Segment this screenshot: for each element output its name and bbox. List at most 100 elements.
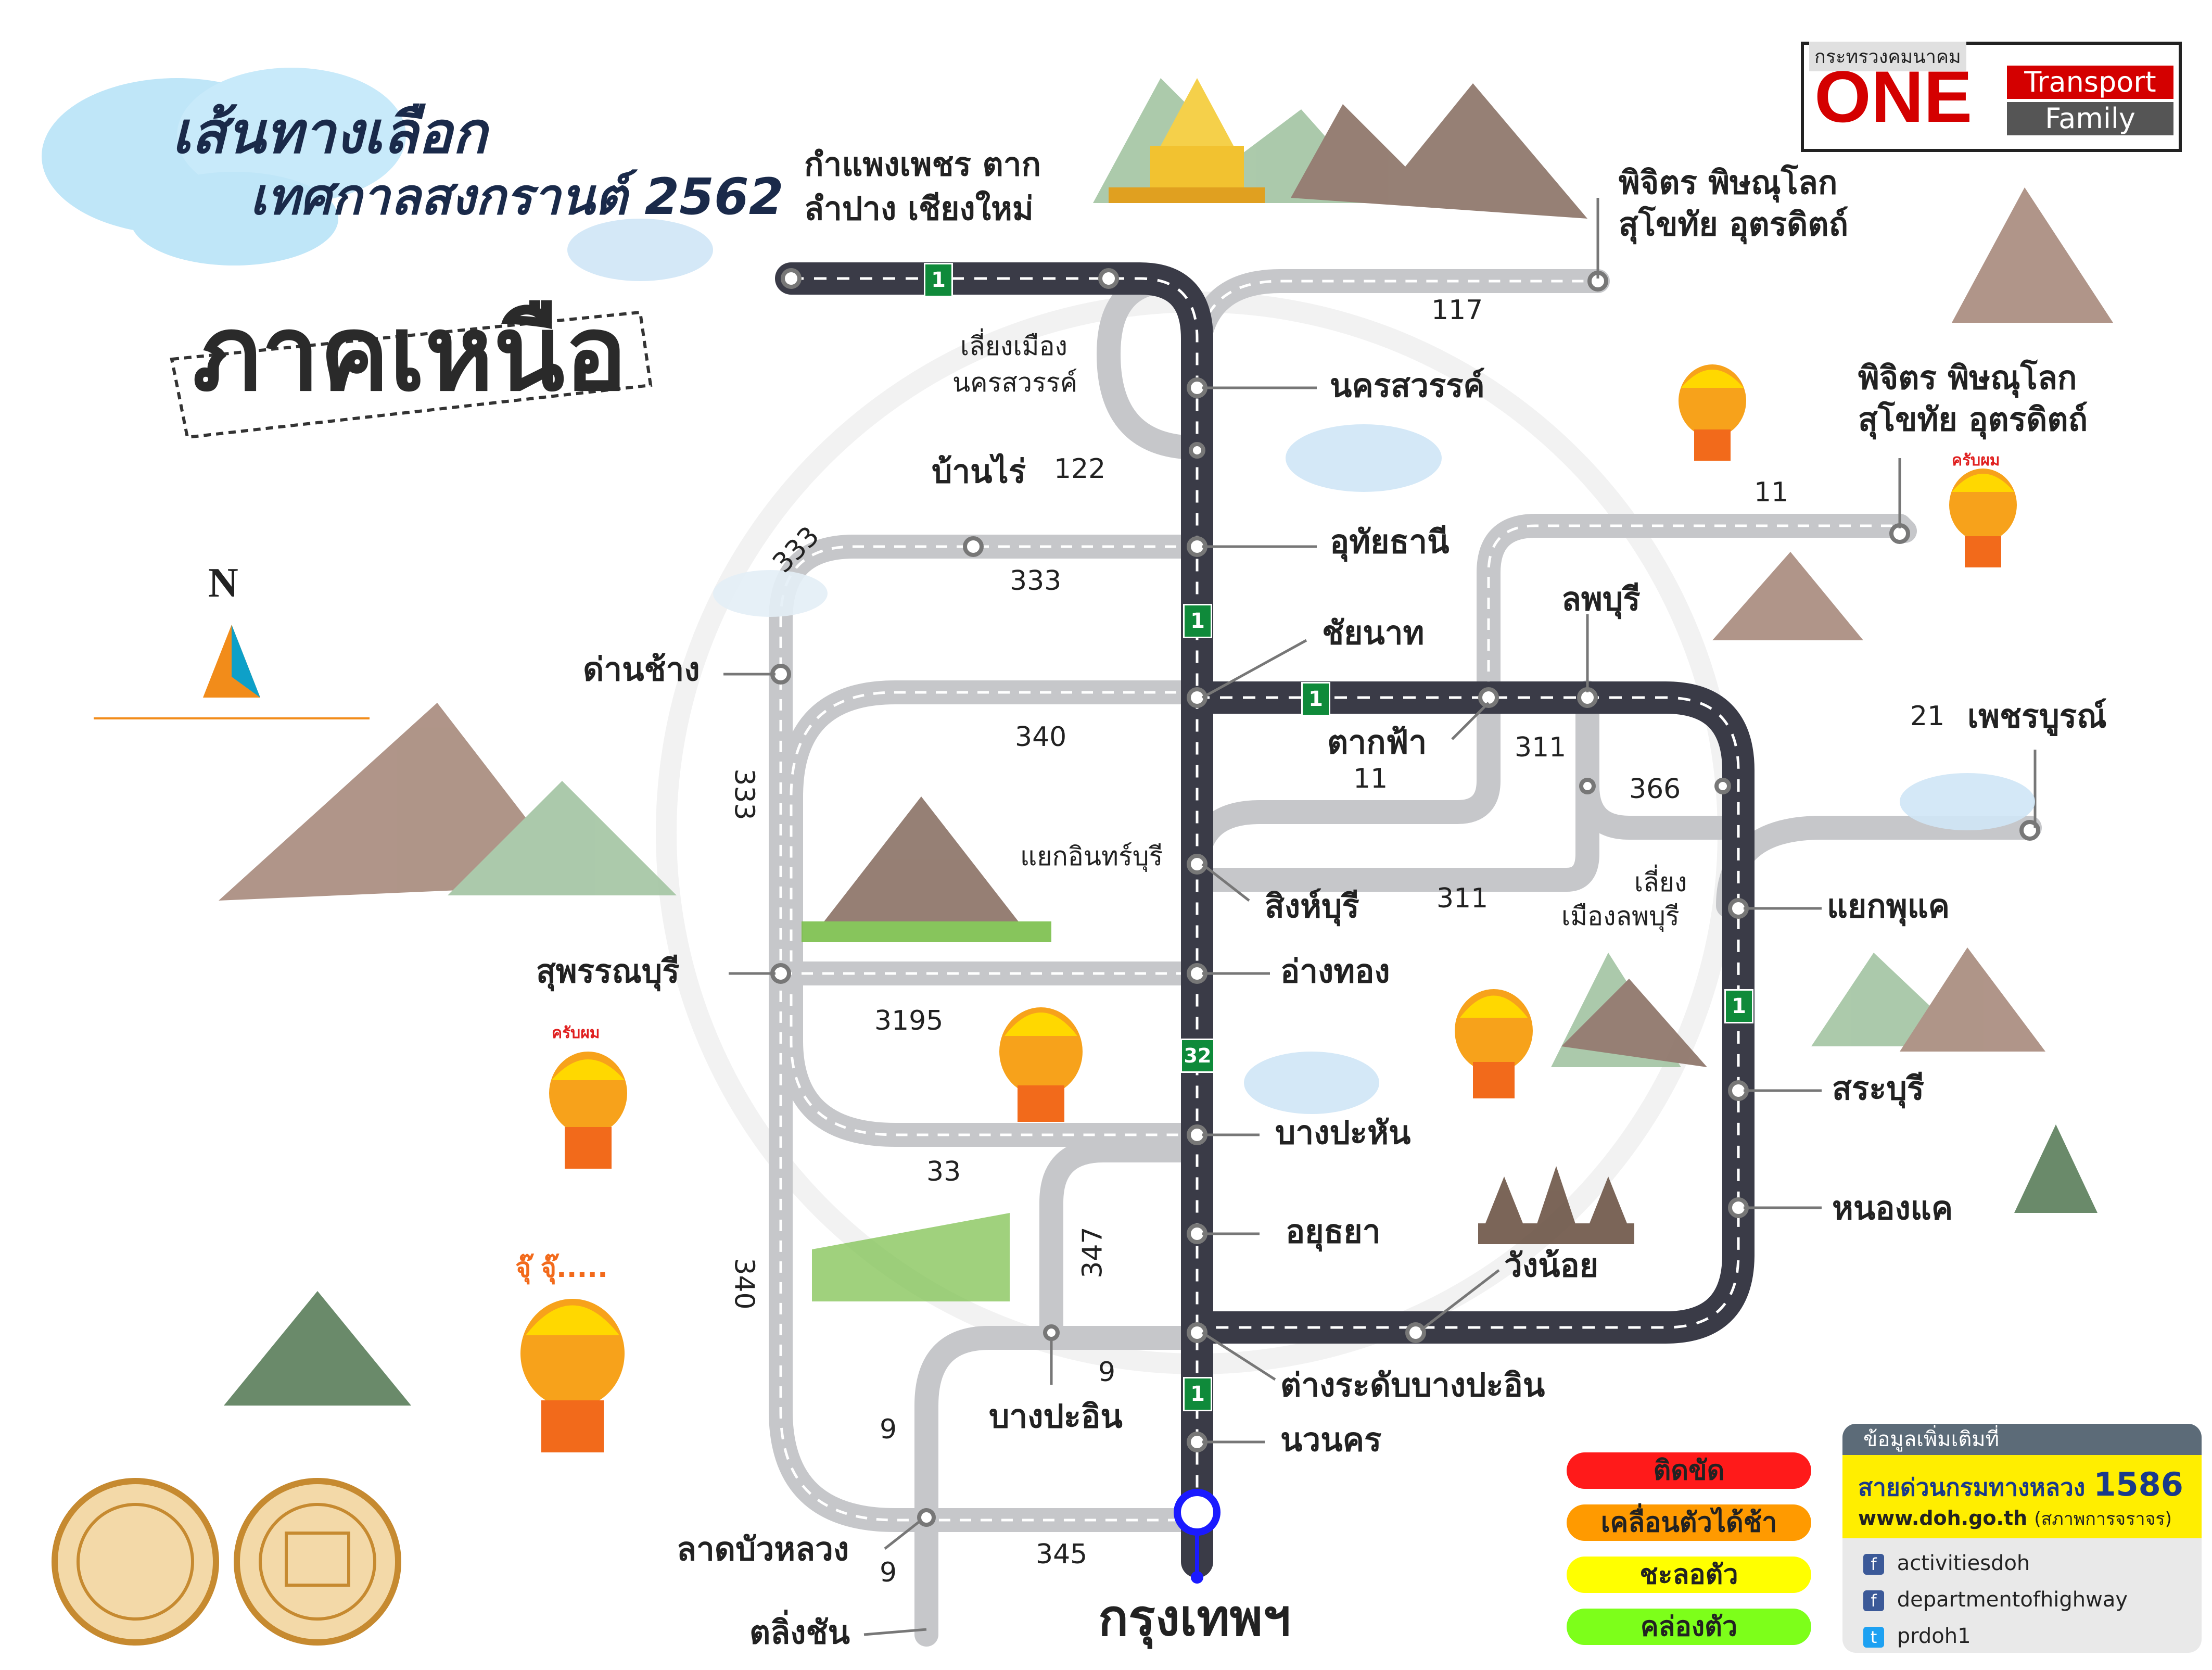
dest-phichit-top1: พิจิตร พิษณุโลก bbox=[1619, 163, 1838, 201]
place-bypass-nakhonsawan1: เลี่ยงเมือง bbox=[960, 331, 1067, 361]
route-340-b: 340 bbox=[728, 1258, 760, 1310]
legend-moderate: ชะลอตัว bbox=[1567, 1557, 1811, 1593]
place-uthaithani: อุทัยธานี bbox=[1330, 523, 1450, 561]
place-bangpahan: บางปะหัน bbox=[1275, 1114, 1411, 1152]
shield-1-east: 1 bbox=[1724, 989, 1753, 1023]
place-chainat: ชัยนาท bbox=[1322, 614, 1425, 652]
social-facebook-1-label: activitiesdoh bbox=[1897, 1551, 2030, 1575]
shield-1-chainat: 1 bbox=[1301, 682, 1330, 716]
mascot-icon bbox=[549, 1052, 627, 1169]
shield-1-mid: 1 bbox=[1183, 604, 1212, 638]
place-interchange-bangpain: ต่างระดับบางปะอิน bbox=[1280, 1366, 1545, 1404]
place-yaek-inburi: แยกอินทร์บุรี bbox=[1020, 841, 1163, 871]
place-navanakorn: นวนคร bbox=[1280, 1421, 1382, 1459]
route-347: 347 bbox=[1077, 1226, 1109, 1279]
region-title: ภาคเหนือ bbox=[193, 293, 627, 414]
seal-icon bbox=[52, 1478, 219, 1646]
info-website-note: (สภาพการจราจร) bbox=[2034, 1509, 2172, 1529]
info-hotline-number: 1586 bbox=[2093, 1465, 2183, 1503]
place-lopburi: ลพบุรี bbox=[1561, 580, 1641, 618]
place-angthong: อ่างทอง bbox=[1280, 952, 1390, 990]
route-117: 117 bbox=[1431, 295, 1483, 326]
place-takfa: ตากฟ้า bbox=[1327, 723, 1427, 761]
social-facebook-2-label: departmentofhighway bbox=[1897, 1588, 2128, 1612]
place-nongkhae: หนองแค bbox=[1832, 1189, 1953, 1227]
place-wangnoi: วังน้อย bbox=[1504, 1246, 1599, 1284]
one-transport-logo: กระทรวงคมนาคม ONE Transport Family bbox=[1801, 42, 2182, 152]
route-9-b: 9 bbox=[880, 1414, 897, 1445]
legend-jam: ติดขัด bbox=[1567, 1452, 1811, 1489]
mascot-icon bbox=[1949, 469, 2017, 567]
place-bypass-nakhonsawan2: นครสวรรค์ bbox=[952, 368, 1078, 398]
speech-krap-phom-1: ครับผม bbox=[552, 1024, 600, 1042]
decorative-scenery bbox=[219, 78, 2113, 1406]
dest-kamphaeng: กำแพงเพชร ตาก bbox=[804, 145, 1041, 183]
facebook-icon: f bbox=[1863, 1590, 1884, 1611]
place-yaek-phukhae: แยกพุแค bbox=[1827, 887, 1950, 925]
speech-krap-phom-2: ครับผม bbox=[1952, 451, 2000, 470]
dest-phichit-mid2: สุโขทัย อุตรดิตถ์ bbox=[1858, 400, 2088, 438]
route-11-b: 11 bbox=[1353, 763, 1388, 794]
dest-phichit-top2: สุโขทัย อุตรดิตถ์ bbox=[1619, 205, 1849, 243]
route-9-a: 9 bbox=[1098, 1357, 1116, 1388]
route-3195: 3195 bbox=[874, 1005, 944, 1036]
shield-1-top: 1 bbox=[924, 263, 953, 297]
place-bypass-lopburi2: เมืองลพบุรี bbox=[1561, 901, 1680, 931]
doh-seal-icon bbox=[234, 1478, 401, 1646]
dest-lampang: ลำปาง เชียงใหม่ bbox=[804, 189, 1034, 227]
place-latbualuang: ลาดบัวหลวง bbox=[677, 1530, 849, 1568]
social-facebook-2[interactable]: f departmentofhighway bbox=[1863, 1588, 2128, 1612]
social-facebook-1[interactable]: f activitiesdoh bbox=[1863, 1551, 2030, 1575]
scale-line bbox=[94, 717, 370, 719]
logo-one: ONE bbox=[1814, 56, 1973, 137]
title-line2: เทศกาลสงกรานต์ 2562 bbox=[250, 168, 784, 226]
info-website[interactable]: www.doh.go.th bbox=[1858, 1507, 2028, 1529]
facebook-icon: f bbox=[1863, 1554, 1884, 1575]
place-nakhonsawan: นครสวรรค์ bbox=[1330, 366, 1485, 404]
mascot-icon bbox=[1679, 364, 1746, 461]
logo-ministry: กระทรวงคมนาคม bbox=[1809, 42, 1966, 71]
social-twitter[interactable]: t prdoh1 bbox=[1863, 1624, 1971, 1648]
twitter-icon: t bbox=[1863, 1627, 1884, 1648]
route-311-a: 311 bbox=[1515, 732, 1567, 763]
route-333-b: 333 bbox=[1010, 565, 1062, 597]
place-bypass-lopburi1: เลี่ยง bbox=[1634, 867, 1687, 897]
route-311-b: 311 bbox=[1436, 883, 1489, 914]
route-340-a: 340 bbox=[1015, 722, 1067, 753]
route-9-c: 9 bbox=[880, 1557, 897, 1588]
compass-icon bbox=[203, 625, 260, 698]
info-hotline-panel: สายด่วนกรมทางหลวง 1586 www.doh.go.th (สภ… bbox=[1842, 1455, 2202, 1538]
route-345: 345 bbox=[1036, 1539, 1088, 1570]
place-suphanburi: สุพรรณบุรี bbox=[536, 952, 680, 990]
bangkok-pin bbox=[1174, 1489, 1221, 1536]
legend-slow: เคลื่อนตัวได้ช้า bbox=[1567, 1504, 1811, 1541]
dest-phichit-mid1: พิจิตร พิษณุโลก bbox=[1858, 359, 2077, 397]
info-box: ข้อมูลเพิ่มเติมที่ สายด่วนกรมทางหลวง 158… bbox=[1842, 1424, 2202, 1653]
region-road-banner bbox=[170, 310, 653, 439]
info-heading: ข้อมูลเพิ่มเติมที่ bbox=[1842, 1424, 2202, 1455]
title-cloud bbox=[42, 68, 406, 265]
mascot-icon bbox=[999, 1007, 1083, 1122]
route-122: 122 bbox=[1054, 453, 1106, 485]
place-bangpain: บางปะอิน bbox=[989, 1397, 1123, 1435]
place-singburi: สิงห์บุรี bbox=[1265, 887, 1359, 925]
compass-north-label: N bbox=[208, 560, 238, 606]
place-phetchabun: เพชรบูรณ์ bbox=[1967, 697, 2107, 735]
place-bangkok: กรุงเทพฯ bbox=[1098, 1589, 1291, 1647]
speech-ju-ju: จุ๊ จุ๊..... bbox=[515, 1252, 608, 1284]
place-saraburi: สระบุรี bbox=[1832, 1069, 1925, 1107]
info-hotline: สายด่วนกรมทางหลวง bbox=[1858, 1473, 2086, 1501]
legend-smooth: คล่องตัว bbox=[1567, 1609, 1811, 1645]
shield-32: 32 bbox=[1180, 1039, 1215, 1073]
title-line1: เส้นทางเลือก bbox=[172, 99, 487, 166]
mascot-icon bbox=[520, 1299, 625, 1452]
shield-1-south: 1 bbox=[1183, 1377, 1212, 1411]
route-33: 33 bbox=[926, 1156, 961, 1187]
place-talingchan: ตลิ่งชัน bbox=[749, 1613, 850, 1651]
temple-illustration bbox=[1109, 78, 1265, 203]
mascot-icon bbox=[1455, 989, 1533, 1098]
logo-transport: Transport bbox=[2007, 66, 2173, 99]
place-banrai: บ้านไร่ bbox=[932, 452, 1026, 490]
route-366: 366 bbox=[1629, 774, 1681, 805]
